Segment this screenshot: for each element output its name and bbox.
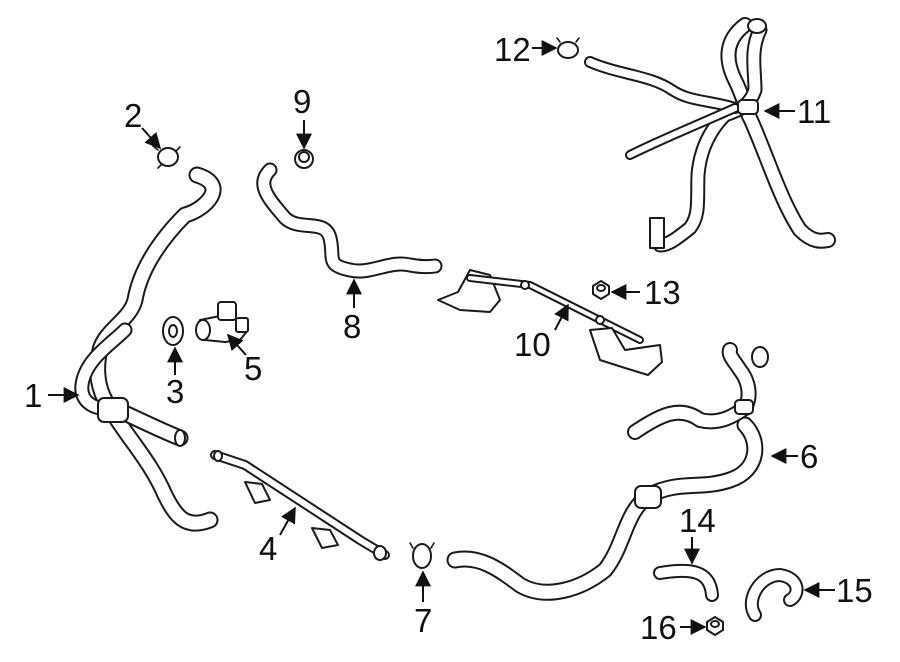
leader-5: [226, 333, 247, 356]
callout-15: 15: [836, 572, 873, 609]
leader-10: [554, 303, 569, 331]
hose-1: [74, 166, 222, 532]
hose-14: [653, 563, 719, 602]
clamp-7: [409, 542, 435, 569]
clamp-2: [152, 145, 181, 169]
callout-9: 9: [293, 83, 311, 120]
hose-8: [256, 162, 443, 279]
callout-13: 13: [644, 274, 681, 311]
pipe-4: [210, 450, 390, 561]
hose-15: [744, 568, 804, 622]
hose-6: [446, 342, 769, 601]
callout-3: 3: [166, 373, 184, 410]
callout-8: 8: [343, 308, 361, 345]
nut-13: [592, 280, 610, 300]
callout-16: 16: [640, 609, 677, 646]
leader-lines: [48, 40, 835, 635]
callout-6: 6: [800, 438, 818, 475]
callout-labels: 1 2 3 4 5 6 7 8 9 10 11 12 13 14 15 16: [24, 31, 873, 646]
callout-10: 10: [514, 326, 551, 363]
bracket-10: [437, 269, 663, 376]
washer-3: [162, 316, 184, 346]
callout-5: 5: [244, 350, 262, 387]
leader-2: [141, 127, 162, 150]
clamp-12: [556, 37, 580, 59]
leader-4: [279, 506, 296, 536]
sensor-5: [195, 301, 249, 343]
callout-1: 1: [24, 377, 42, 414]
callout-12: 12: [494, 31, 531, 68]
hose-11: [584, 17, 836, 253]
callout-14: 14: [679, 502, 716, 539]
callout-7: 7: [414, 602, 432, 639]
callout-11: 11: [797, 93, 831, 130]
nut-16: [706, 616, 724, 636]
callout-2: 2: [124, 97, 142, 134]
cap-9: [294, 149, 314, 169]
callout-4: 4: [259, 530, 277, 567]
